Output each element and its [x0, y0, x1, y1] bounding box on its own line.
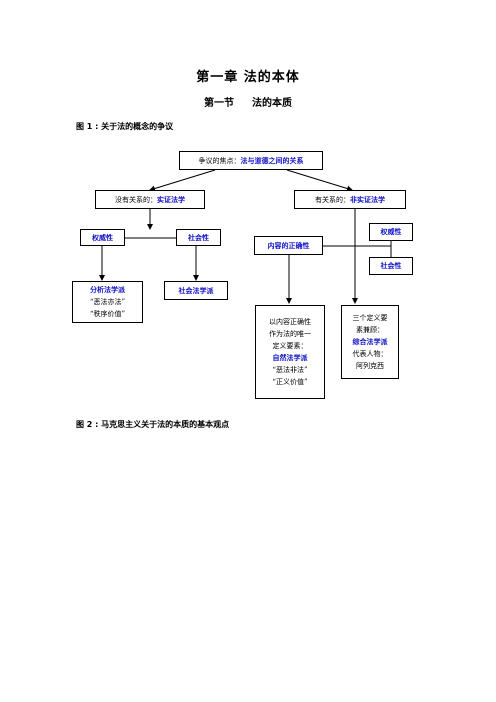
- left-branch-prefix: 没有关系的：: [115, 195, 157, 204]
- natural-line5: “恶法非法”: [272, 366, 308, 374]
- analytical-school-box: 分析法学派 “恶法亦法” “秩序价值”: [72, 281, 143, 323]
- right-branch-highlight: 非实证法学: [350, 195, 385, 204]
- left-branch-box: 没有关系的：实证法学: [95, 190, 205, 209]
- integrative-line4: 代表人物：: [352, 350, 388, 358]
- natural-line6: “正义价值”: [272, 378, 308, 386]
- chapter-title: 第一章 法的本体: [196, 70, 300, 85]
- left-branch-highlight: 实证法学: [157, 195, 185, 204]
- content-correctness-box: 内容的正确性: [254, 236, 323, 255]
- integrative-line5: 阿列克西: [356, 362, 384, 370]
- analytical-line2: “秩序价值”: [89, 310, 126, 318]
- analytical-line1: “恶法亦法”: [89, 298, 126, 306]
- root-highlight: 法与道德之间的关系: [240, 156, 304, 165]
- figure1-caption: 图 1 : 关于法的概念的争议: [76, 122, 174, 131]
- figure2-caption: 图 2 : 马克思主义关于法的本质的基本观点: [76, 420, 230, 429]
- integrative-box: 三个定义要 素兼顾： 综合法学派 代表人物： 阿列克西: [341, 305, 399, 379]
- integrative-line2: 素兼顾：: [356, 326, 384, 334]
- left-social-box: 社会性: [176, 229, 221, 246]
- right-social-box: 社会性: [369, 257, 413, 275]
- natural-law-box: 以内容正确性 作为法的唯一 定义要素： 自然法学派 “恶法非法” “正义价值”: [255, 305, 325, 399]
- root-prefix: 争议的焦点：: [198, 156, 241, 165]
- analytical-school-name: 分析法学派: [90, 286, 125, 294]
- natural-law-school-name: 自然法学派: [272, 354, 308, 362]
- natural-line1: 以内容正确性: [269, 318, 311, 326]
- left-authority-box: 权威性: [80, 229, 125, 246]
- section-title: 第一节 法的本质: [0, 94, 496, 109]
- right-branch-box: 有关系的：非实证法学: [294, 190, 406, 209]
- natural-line2: 作为法的唯一: [269, 330, 311, 338]
- natural-line3: 定义要素：: [272, 342, 308, 350]
- right-authority-box: 权威性: [369, 223, 413, 241]
- section-number: 第一节: [204, 98, 234, 109]
- arrow-root-left: [149, 169, 216, 192]
- arrow-root-right: [286, 169, 353, 192]
- integrative-school-name: 综合法学派: [352, 338, 388, 346]
- section-name: 法的本质: [252, 98, 292, 109]
- sociological-school-box: 社会法学派: [164, 281, 228, 300]
- right-branch-prefix: 有关系的：: [315, 195, 350, 204]
- root-box: 争议的焦点：法与道德之间的关系: [179, 151, 323, 170]
- integrative-line1: 三个定义要: [352, 314, 388, 322]
